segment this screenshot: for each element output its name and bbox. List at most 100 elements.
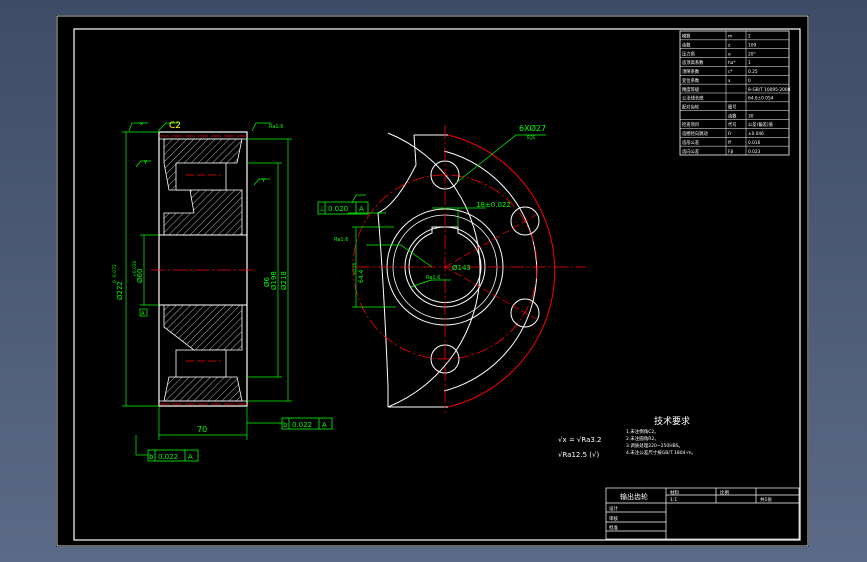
roughness-eq-1: √x = √Ra3.2 bbox=[558, 436, 602, 444]
table-cell: ha* bbox=[728, 60, 736, 66]
svg-text:b: b bbox=[283, 421, 288, 429]
tip-tolerance-label: 0 -0.072 bbox=[112, 264, 118, 283]
table-cell: 0.016 bbox=[748, 140, 761, 146]
count-label: 比例 bbox=[720, 489, 729, 496]
table-cell: 0 bbox=[748, 78, 751, 84]
gear-front-view[interactable]: 6XØ27 EQS 18±0.022 Ø143 Ra1.6 Ra1.6 64.4… bbox=[317, 123, 586, 413]
bore-keyway bbox=[408, 226, 482, 304]
chamfer-label: C2 bbox=[169, 121, 181, 131]
table-cell: 30 bbox=[748, 113, 754, 119]
perpendicularity-frame: ⊥ 0.020 A bbox=[317, 201, 369, 215]
hole-axis-3 bbox=[444, 266, 537, 320]
key-depth-label: 64.4 bbox=[358, 269, 365, 283]
dia-218-label: Ø218 bbox=[280, 271, 288, 290]
hole-3 bbox=[510, 298, 540, 328]
roughness-outer-label: Ra1.6 bbox=[269, 124, 283, 130]
svg-text:0.020: 0.020 bbox=[328, 205, 348, 213]
scale-label: 1:1 bbox=[670, 497, 677, 503]
table-cell: x bbox=[728, 79, 731, 84]
table-cell: 20° bbox=[748, 51, 756, 57]
material-label: 材料 bbox=[670, 489, 679, 496]
table-cell: 模数 bbox=[682, 33, 691, 40]
table-cell: 精度等级 bbox=[682, 86, 700, 93]
note-1: 1.未注倒角C2。 bbox=[626, 428, 659, 435]
table-cell: z bbox=[728, 44, 731, 49]
sheet-label: 共1张 bbox=[760, 496, 772, 503]
designer-label: 设计 bbox=[609, 505, 618, 512]
svg-text:A: A bbox=[322, 421, 327, 429]
table-cell: 齿顶高系数 bbox=[682, 59, 704, 66]
table-cell: Fr bbox=[728, 131, 732, 137]
table-cell: 压力角 bbox=[682, 50, 695, 57]
inner-border bbox=[73, 28, 801, 541]
roughness-side-label: Ra1.6 bbox=[334, 237, 348, 243]
table-cell: c* bbox=[728, 69, 733, 75]
table-cell: α bbox=[728, 52, 731, 57]
cad-drawing: C2 Ra1.6 x y y Ø222 0 -0.072 Ø60 +0.030 … bbox=[56, 15, 809, 547]
table-cell: 齿数 bbox=[682, 42, 691, 49]
table-cell: ff bbox=[728, 140, 732, 146]
svg-text:b: b bbox=[149, 453, 154, 461]
left-dimensions bbox=[122, 122, 292, 456]
table-cell: 64.6±0.054 bbox=[748, 96, 774, 102]
checker-label: 审核 bbox=[609, 515, 618, 522]
roughness-left-label: x bbox=[140, 121, 143, 127]
tip-circle bbox=[387, 132, 481, 408]
technical-notes: 技术要求 1.未注倒角C2。 2.未注圆角R2。 3.调质处理220~250HB… bbox=[558, 415, 696, 459]
table-cell: 变位系数 bbox=[682, 77, 700, 84]
table-cell: 顶隙系数 bbox=[682, 68, 700, 75]
notes-title: 技术要求 bbox=[654, 415, 690, 427]
table-cell: 齿数 bbox=[728, 112, 737, 119]
table-cell: 8-GB/T 10095-2008 bbox=[748, 87, 791, 93]
svg-text:A: A bbox=[359, 205, 364, 213]
svg-text:0.022: 0.022 bbox=[158, 453, 178, 461]
bore-tolerance-label: +0.030 bbox=[132, 260, 138, 277]
runout-frame-bottom: b 0.022 A bbox=[147, 449, 199, 462]
dia-198-label: Ø198 bbox=[270, 271, 278, 290]
drawing-sheet[interactable]: C2 Ra1.6 x y y Ø222 0 -0.072 Ø60 +0.030 … bbox=[56, 15, 809, 547]
title-block[interactable] bbox=[605, 487, 800, 540]
note-3: 3.调质处理220~250HBS。 bbox=[626, 442, 683, 449]
tip-diameter-label: Ø222 bbox=[116, 281, 124, 300]
holes-sub-label: EQS bbox=[527, 135, 536, 140]
svg-text:A: A bbox=[188, 453, 193, 461]
key-depth-tol-label: +0.20 bbox=[352, 262, 357, 275]
bore-diameter-label: Ø60 bbox=[136, 269, 144, 283]
table-cell: Fβ bbox=[728, 149, 733, 155]
width-label: 70 bbox=[197, 425, 207, 434]
table-cell: 检查项目 bbox=[682, 121, 699, 128]
keyway-label: 18±0.022 bbox=[476, 201, 511, 209]
table-cell: 齿形公差 bbox=[682, 139, 700, 146]
hole-2 bbox=[510, 206, 540, 236]
roughness-bore-label: y bbox=[144, 159, 147, 165]
roughness-key-label: Ra1.6 bbox=[426, 275, 440, 281]
table-cell: 配对齿轮 bbox=[682, 104, 700, 111]
table-cell: 公差(偏差)值 bbox=[748, 121, 774, 128]
datum-box-label: A bbox=[141, 311, 145, 317]
note-2: 2.未注圆角R2。 bbox=[626, 435, 659, 442]
pitch-circle bbox=[447, 134, 556, 408]
table-cell: 齿向公差 bbox=[682, 148, 700, 155]
part-name: 输出齿轮 bbox=[620, 492, 648, 501]
hole-axis-2 bbox=[444, 214, 537, 268]
table-cell: 2 bbox=[748, 34, 751, 40]
table-cell: 0.023 bbox=[748, 149, 761, 155]
table-cell: 公法线长度 bbox=[682, 95, 704, 102]
table-cell: 0.25 bbox=[748, 69, 758, 75]
front-dimensions bbox=[348, 134, 546, 308]
outer-border bbox=[56, 15, 809, 547]
svg-text:0.022: 0.022 bbox=[292, 421, 312, 429]
holes-label: 6XØ27 bbox=[519, 123, 546, 133]
table-cell: 图号 bbox=[728, 105, 737, 111]
table-cell: ±0.046 bbox=[748, 131, 764, 137]
gear-section-view[interactable]: C2 Ra1.6 x y y Ø222 0 -0.072 Ø60 +0.030 … bbox=[112, 121, 333, 462]
dia-58-label: Ø6 bbox=[263, 276, 271, 287]
svg-text:⊥: ⊥ bbox=[319, 205, 325, 213]
approver-label: 批准 bbox=[609, 524, 618, 531]
table-cell: 1 bbox=[748, 60, 751, 66]
cavity-upper bbox=[175, 162, 227, 191]
roughness-eq-2: √Ra12.5 (√) bbox=[558, 451, 599, 459]
runout-frame-right: b 0.022 A bbox=[281, 417, 333, 430]
table-cell: 109 bbox=[748, 43, 756, 49]
